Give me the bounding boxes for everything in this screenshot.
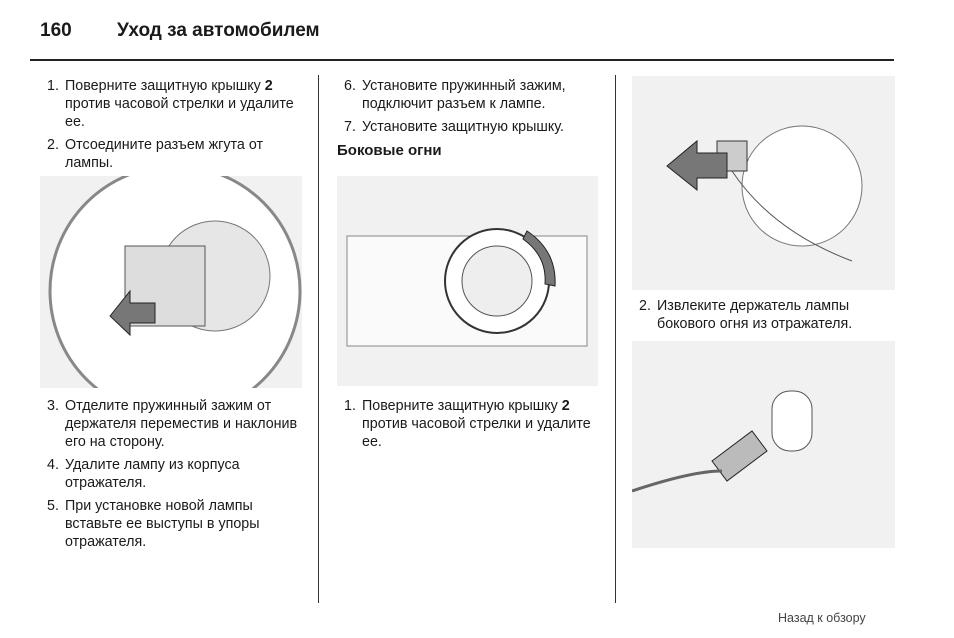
column-1-bottom-steps: 3. Отделите пружинный зажим от держателя … <box>40 397 306 556</box>
step-text: Установите пружинный зажим, подключит ра… <box>362 78 566 112</box>
column-divider <box>615 75 616 603</box>
step-item: 4. Удалите лампу из корпуса отражателя. <box>40 456 306 492</box>
column-divider <box>318 75 319 603</box>
step-item: 3. Отделите пружинный зажим от держателя … <box>40 397 306 451</box>
headlamp-connector-illustration <box>40 176 302 388</box>
step-item: 6. Установите пружинный зажим, подключит … <box>337 77 603 113</box>
step-item: 7. Установите защитную крышку. <box>337 118 603 136</box>
column-2-top: 6. Установите пружинный зажим, подключит … <box>337 77 603 168</box>
section-heading: Боковые огни <box>337 142 442 159</box>
step-text: против часовой стрелки и удалите ее. <box>65 96 294 130</box>
side-light-cover-illustration <box>337 176 598 386</box>
callout-number: 2 <box>264 78 273 94</box>
step-number: 6. <box>344 78 356 94</box>
step-item: 5. При установке новой лампы вставьте ее … <box>40 497 306 551</box>
step-text: Установите защитную крышку. <box>362 119 564 135</box>
page-number: 160 <box>40 20 72 41</box>
header-divider <box>30 59 894 61</box>
step-text: Удалите лампу из корпуса отражателя. <box>65 457 240 491</box>
step-text: Отделите пружинный зажим от держателя пе… <box>65 398 298 450</box>
step-number: 3. <box>47 398 59 414</box>
step-text: При установке новой лампы вставьте ее вы… <box>65 498 260 550</box>
step-item: 1. Поверните защитную крышку 2 против час… <box>337 397 603 451</box>
step-number: 5. <box>47 498 59 514</box>
step-text: против часовой стрелки и удалите ее. <box>362 416 591 450</box>
page-title: Уход за автомобилем <box>117 20 320 41</box>
step-text: Поверните защитную крышку <box>65 78 265 94</box>
callout-number: 2 <box>561 398 570 414</box>
side-light-holder-illustration <box>632 341 895 548</box>
step-number: 1. <box>47 78 59 94</box>
column-3-steps: 2. Извлеките держатель лампы бокового огн… <box>632 297 898 338</box>
step-item: 1. Поверните защитную крышку 2 против час… <box>40 77 306 131</box>
column-1-top-steps: 1. Поверните защитную крышку 2 против час… <box>40 77 306 177</box>
step-item: 2. Извлеките держатель лампы бокового огн… <box>632 297 898 333</box>
step-number: 2. <box>47 137 59 153</box>
step-text: Отсоедините разъем жгута от лампы. <box>65 137 264 171</box>
step-number: 1. <box>344 398 356 414</box>
step-number: 2. <box>639 298 651 314</box>
step-number: 7. <box>344 119 356 135</box>
step-text: Поверните защитную крышку <box>362 398 562 414</box>
column-2-bottom-steps: 1. Поверните защитную крышку 2 против час… <box>337 397 603 456</box>
step-number: 4. <box>47 457 59 473</box>
step-text: Извлеките держатель лампы бокового огня … <box>657 298 853 332</box>
side-light-connector-illustration <box>632 76 895 290</box>
step-item: 2. Отсоедините разъем жгута от лампы. <box>40 136 306 172</box>
back-to-overview-link[interactable]: Назад к обзору <box>778 611 866 625</box>
